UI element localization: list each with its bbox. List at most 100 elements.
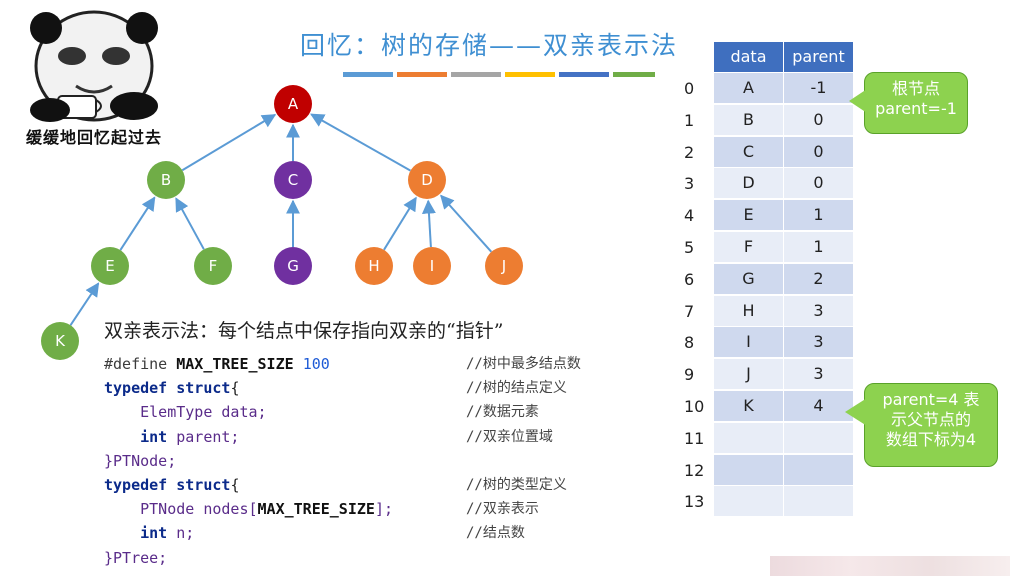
cell-parent: 0 bbox=[784, 104, 853, 135]
tree-node-label: K bbox=[55, 332, 66, 350]
code-token: ]; bbox=[374, 500, 393, 519]
tree-node-label: I bbox=[430, 257, 434, 275]
tree-node: H bbox=[355, 247, 393, 285]
cell-data: D bbox=[714, 168, 783, 199]
tree-node: I bbox=[413, 247, 451, 285]
code-token: MAX_TREE_SIZE bbox=[176, 355, 294, 373]
cell-data bbox=[714, 454, 783, 485]
row-index: 8 bbox=[684, 333, 695, 353]
callout-line: 根节点 bbox=[891, 79, 940, 98]
code-token: struct bbox=[176, 475, 231, 494]
tree-edge bbox=[181, 113, 277, 172]
code-token: parent; bbox=[176, 427, 240, 446]
cell-parent: 3 bbox=[784, 327, 853, 358]
row-index: 0 bbox=[684, 79, 695, 98]
row-index: 12 bbox=[684, 460, 705, 480]
code-comment: //树的类型定义 bbox=[466, 476, 567, 493]
callout-root-node: 根节点 parent=-1 bbox=[849, 72, 968, 134]
row-index: 11 bbox=[684, 428, 705, 448]
code-token: struct bbox=[176, 379, 231, 398]
code-token: typedef bbox=[104, 475, 168, 494]
code-token: nodes[ bbox=[203, 500, 258, 519]
cell-data bbox=[714, 422, 783, 453]
cell-parent: 3 bbox=[784, 359, 853, 390]
cell-parent bbox=[784, 454, 853, 485]
tree-node-label: D bbox=[421, 171, 433, 189]
tree-node-circle bbox=[274, 247, 312, 285]
code-comment: //数据元素 bbox=[466, 404, 539, 421]
callout-text: parent=4 表 示父节点的 数组下标为4 bbox=[865, 384, 997, 450]
table-header: data parent bbox=[714, 42, 854, 72]
tree-node-circle bbox=[408, 161, 446, 199]
code-token: MAX_TREE_SIZE bbox=[257, 500, 375, 519]
table-header-parent: parent bbox=[784, 42, 854, 72]
row-index: 10 bbox=[684, 397, 705, 416]
cell-data: A bbox=[714, 73, 783, 103]
row-index: 6 bbox=[684, 269, 695, 289]
tree-edge bbox=[421, 199, 436, 248]
cell-data: B bbox=[714, 104, 783, 135]
cell-data: E bbox=[714, 200, 783, 231]
code-line: int n;//结点数 bbox=[104, 521, 624, 545]
tree-node-circle bbox=[41, 322, 79, 360]
blurred-watermark bbox=[770, 556, 1010, 576]
slide-title: 回忆：树的存储——双亲表示法 bbox=[300, 31, 679, 60]
table-row: 12 bbox=[684, 454, 864, 487]
tree-node-label: B bbox=[161, 171, 171, 189]
code-token: { bbox=[230, 475, 240, 494]
tree-edge bbox=[440, 194, 493, 253]
tree-node: E bbox=[91, 247, 129, 285]
code-token: data; bbox=[221, 403, 267, 422]
row-index: 3 bbox=[684, 174, 695, 194]
tree-node: B bbox=[147, 161, 185, 199]
callout-line: 数组下标为4 bbox=[885, 430, 977, 449]
cell-parent: 0 bbox=[784, 136, 853, 167]
tree-node-circle bbox=[274, 85, 312, 123]
code-token: #define bbox=[104, 355, 168, 373]
panda-meme-image bbox=[30, 10, 158, 122]
tree-node-circle bbox=[194, 247, 232, 285]
callout-node-k: parent=4 表 示父节点的 数组下标为4 bbox=[845, 383, 998, 467]
code-line: typedef struct{//树的结点定义 bbox=[104, 376, 624, 400]
code-comment: //双亲位置域 bbox=[466, 428, 553, 445]
row-index: 7 bbox=[684, 301, 695, 321]
callout-pointer bbox=[845, 398, 867, 426]
callout-line: parent=4 表 bbox=[882, 390, 980, 409]
cell-parent: 1 bbox=[784, 200, 853, 231]
code-line: }PTNode; bbox=[104, 449, 624, 473]
cell-data bbox=[714, 486, 783, 517]
tree-node-label: A bbox=[288, 95, 299, 113]
code-line: #define MAX_TREE_SIZE 100//树中最多结点数 bbox=[104, 352, 624, 376]
tree-node: G bbox=[274, 247, 312, 285]
tree-node-circle bbox=[413, 247, 451, 285]
code-line: PTNode nodes[MAX_TREE_SIZE];//双亲表示 bbox=[104, 497, 624, 521]
title-bar bbox=[343, 72, 393, 77]
code-block: #define MAX_TREE_SIZE 100//树中最多结点数 typed… bbox=[104, 352, 624, 570]
row-index: 5 bbox=[684, 238, 695, 257]
callout-text: 根节点 parent=-1 bbox=[865, 73, 967, 119]
cell-data: H bbox=[714, 295, 783, 326]
cell-parent: 2 bbox=[784, 263, 853, 294]
cell-parent bbox=[784, 422, 853, 453]
code-comment: //双亲表示 bbox=[466, 501, 539, 518]
tree-edge bbox=[175, 197, 205, 250]
callout-pointer bbox=[849, 89, 867, 113]
row-index: 13 bbox=[684, 492, 705, 512]
row-index: 2 bbox=[684, 142, 695, 162]
tree-edge bbox=[69, 282, 100, 326]
code-token: }PTree; bbox=[104, 548, 168, 567]
cell-data: F bbox=[714, 232, 783, 262]
table-row: 11 bbox=[684, 422, 864, 455]
tree-node-circle bbox=[355, 247, 393, 285]
